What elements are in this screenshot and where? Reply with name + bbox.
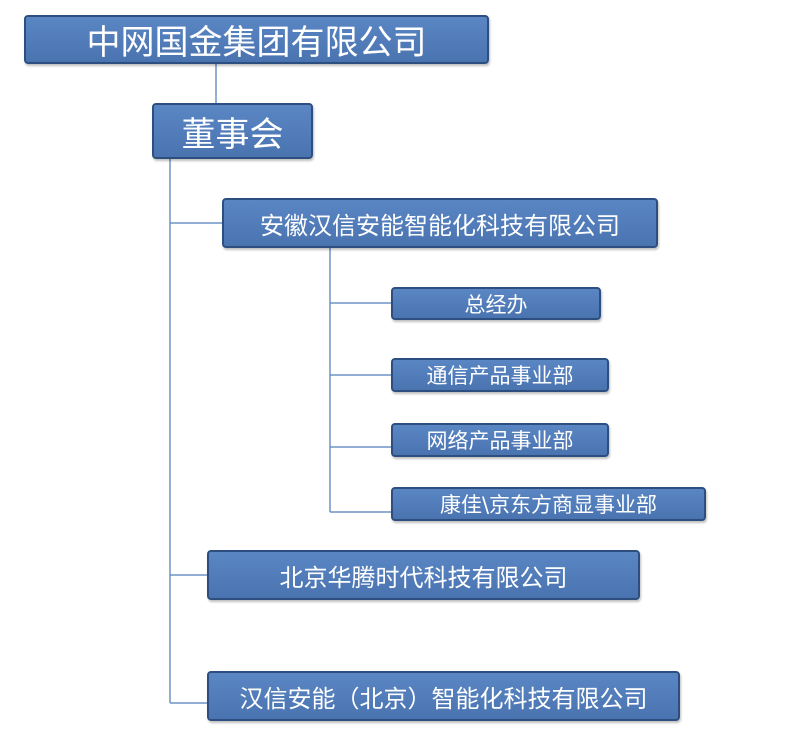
node-general-office: 总经办 <box>391 287 601 320</box>
node-kangjia-boe-display: 康佳\京东方商显事业部 <box>391 487 706 521</box>
node-anhui-hanxin: 安徽汉信安能智能化科技有限公司 <box>222 198 658 248</box>
node-network-products: 网络产品事业部 <box>391 423 609 457</box>
node-communication-products: 通信产品事业部 <box>391 358 609 392</box>
node-board-of-directors: 董事会 <box>152 103 313 159</box>
node-hanxin-beijing: 汉信安能（北京）智能化科技有限公司 <box>207 671 680 721</box>
node-beijing-huateng: 北京华腾时代科技有限公司 <box>207 550 640 600</box>
node-root-company: 中网国金集团有限公司 <box>24 15 489 64</box>
